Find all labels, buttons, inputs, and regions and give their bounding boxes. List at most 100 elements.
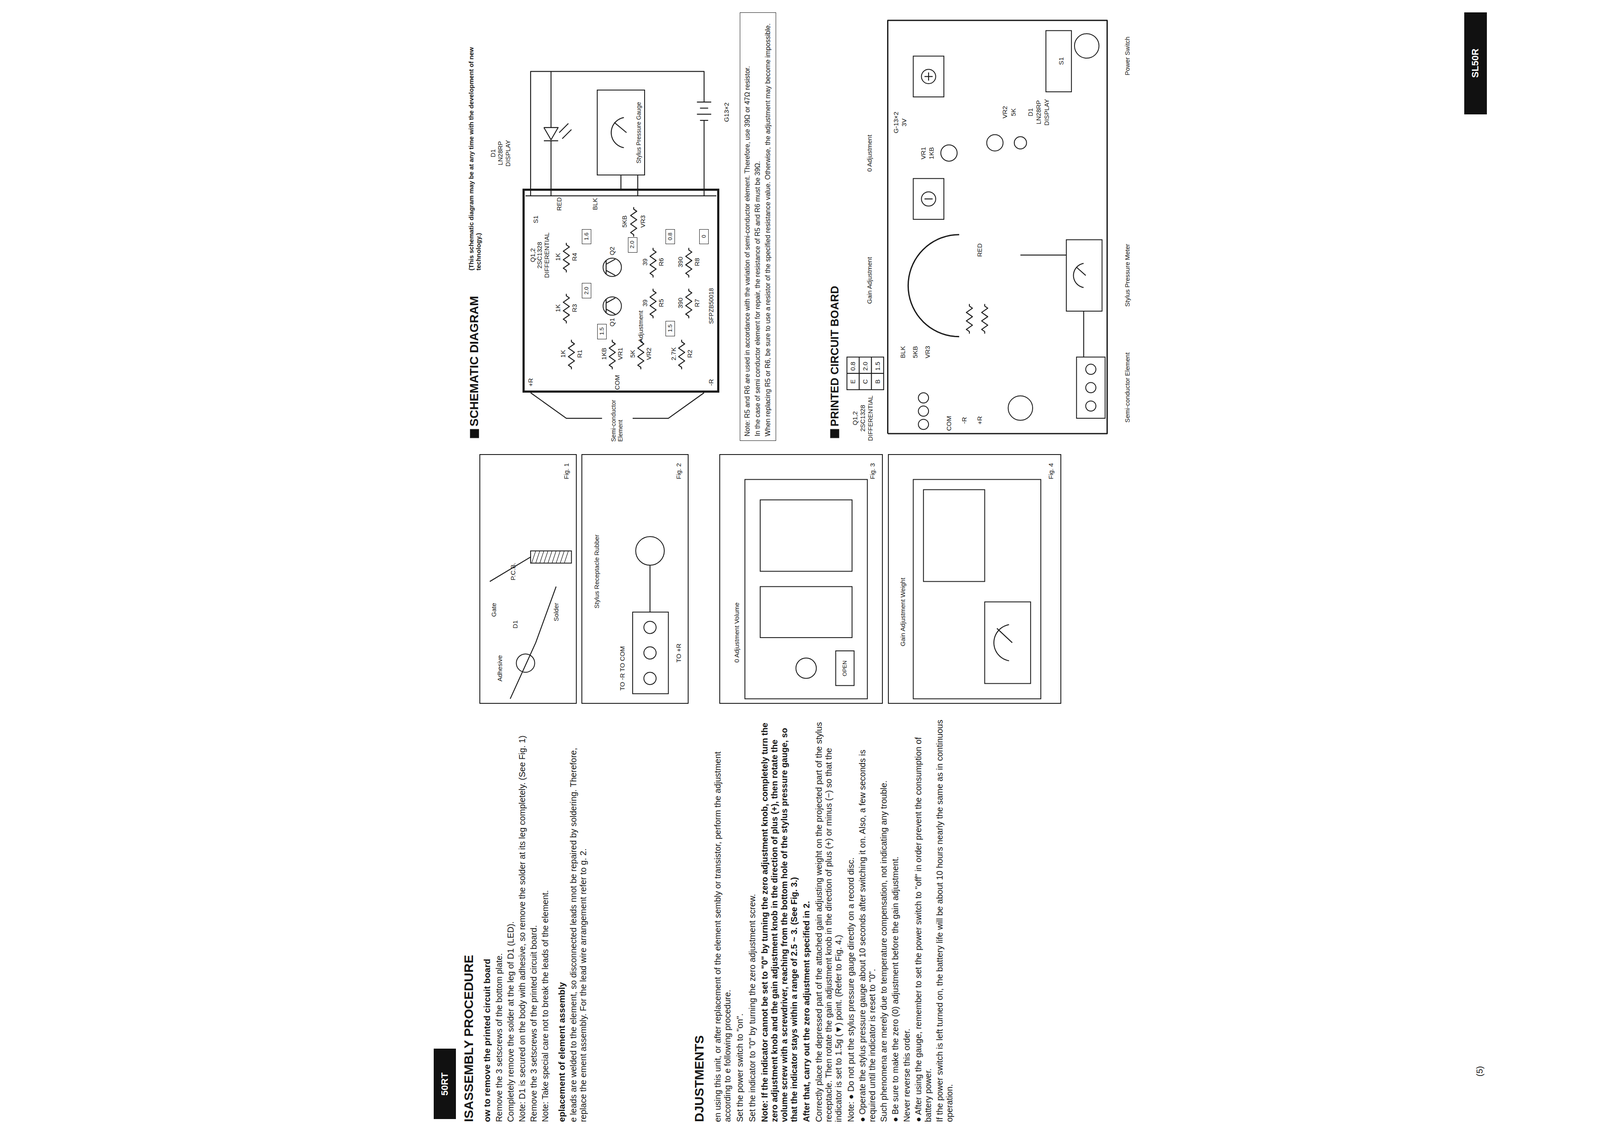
component-label: RED [555, 197, 563, 211]
connector-body [1076, 357, 1106, 419]
trimmer-footprint [940, 144, 958, 161]
component-label: VR1 [919, 146, 928, 160]
wire [525, 195, 717, 197]
component-label: 5KB [911, 345, 919, 358]
figure-frame: Gain Adjustment WeightFig. 4 [887, 454, 1062, 705]
bullet-square [830, 429, 839, 438]
component-label: (5) [1474, 1066, 1485, 1077]
component-label: S1 [531, 215, 540, 224]
component-label: 39 [641, 258, 649, 266]
component-label: D1 [1027, 108, 1035, 117]
connector-pin [1085, 364, 1096, 375]
voltage-box: 0 [699, 229, 709, 245]
component-label: VR2 [1001, 105, 1009, 119]
node-label: Gain Adjustment Weight [899, 578, 907, 647]
meter-scale [1073, 263, 1084, 288]
paragraph: Note: ● Do not put the stylus pressure g… [846, 719, 856, 1123]
led-body [516, 654, 535, 673]
resistor-symbol [650, 248, 657, 278]
voltage-box: 2.0 [627, 237, 638, 253]
paragraph: ● Be sure to make the zero (0) adjustmen… [890, 719, 901, 1123]
component-label: B [873, 379, 882, 384]
switch-knob [1074, 33, 1099, 59]
component-label: 2SC1328 [536, 241, 544, 269]
variable-resistor-symbol [609, 339, 616, 370]
voltage-box: 1.6 [581, 229, 592, 245]
figure-frame: 0 Adjustment VolumeOPENFig. 3 [719, 454, 883, 705]
pcb-hatch [551, 551, 557, 564]
led-lead [510, 586, 557, 699]
element-lead [530, 392, 602, 419]
component-label: COM [613, 375, 622, 391]
pcb-section [530, 551, 572, 564]
paragraph: Set the indicator to "0" by turning the … [747, 719, 758, 1123]
paragraph: Correctly place the depressed part of th… [814, 719, 844, 1123]
component-label: LN28RP [1035, 100, 1043, 125]
figure-frame: AdhesiveGateD1P.C.B.SolderFig. 1 [479, 454, 577, 705]
component-label: 5KB [620, 215, 628, 228]
led-footprint [1014, 136, 1027, 149]
component-label: Power Switch [1124, 36, 1132, 76]
pcb-hatch [560, 551, 565, 564]
battery-terminal [921, 191, 936, 206]
section-heading: PRINTED CIRCUIT BOARD [828, 253, 842, 427]
node-label: Stylus Pressure Gauge [635, 102, 643, 164]
gauge-body [744, 479, 868, 699]
transistor-pad [918, 392, 929, 403]
paragraph: Completely remove the solder at the leg … [505, 719, 516, 1123]
component-label: Q1,2 [528, 248, 537, 263]
component-label: VR3 [639, 215, 647, 228]
resistor-symbol [563, 293, 570, 324]
component-label: 1K [554, 253, 562, 261]
component-label: S1 [1057, 57, 1065, 65]
component-label: VR2 [645, 347, 653, 361]
component-label: 39 [641, 299, 649, 307]
component-label: BLK [899, 345, 907, 358]
resistor-symbol [685, 288, 692, 319]
meter-window [984, 601, 1031, 684]
variable-resistor-symbol [630, 207, 637, 237]
node-label: Gate [490, 603, 498, 618]
resistor-symbol [563, 242, 570, 273]
component-label: G13×2 [722, 102, 730, 122]
component-label: 2.7K [669, 347, 678, 361]
section-heading: SCHEMATIC DIAGRAM [467, 273, 482, 427]
battery-symbol [697, 101, 712, 103]
section-heading: DJUSTMENTS [691, 719, 707, 1123]
component-label: 5K [628, 350, 637, 358]
component-label: -R [960, 417, 968, 424]
stylus-rod [649, 565, 651, 613]
sub-heading: eplacement of element assembly [556, 719, 567, 1123]
node-label: 0.8 [666, 232, 674, 241]
transistor-symbol [605, 298, 607, 313]
note-text: Note: R5 and R6 are used in accordance w… [743, 16, 752, 437]
wire [530, 71, 704, 196]
gauge-panel [760, 499, 853, 572]
voltage-box: 0.8 [665, 229, 675, 245]
voltage-box: 1.5 [597, 324, 607, 340]
paragraph: ● Operate the stylus pressure gauge abou… [857, 719, 878, 1123]
meter-scale [611, 117, 625, 148]
element-lead [632, 392, 704, 419]
component-label: DISPLAY [1043, 99, 1051, 126]
component-label: R1 [575, 350, 584, 359]
pcb-hatch [543, 551, 549, 564]
sub-heading: After that, carry out the zero adjustmen… [801, 719, 812, 1123]
pcb-hatch [564, 551, 569, 564]
node-label: 2.0 [583, 286, 590, 295]
paragraph: Remove the 3 setscrews of the bottom pla… [493, 719, 504, 1123]
note-text: In the case of semi conductor element fo… [753, 16, 762, 437]
open-tab [835, 651, 855, 686]
wire [637, 175, 639, 196]
voltage-box: 2.0 [581, 283, 592, 299]
component-label: R6 [657, 258, 665, 267]
node-label: TO +R [674, 643, 683, 663]
pcb-hatch [531, 551, 536, 564]
wire [550, 71, 552, 128]
node-label: SFPZB50018 [707, 288, 715, 325]
node-label: D1 [511, 620, 519, 629]
battery-symbol [700, 107, 709, 109]
component-label: G-13×2 [892, 111, 900, 134]
trimmer-footprint [986, 134, 1003, 152]
